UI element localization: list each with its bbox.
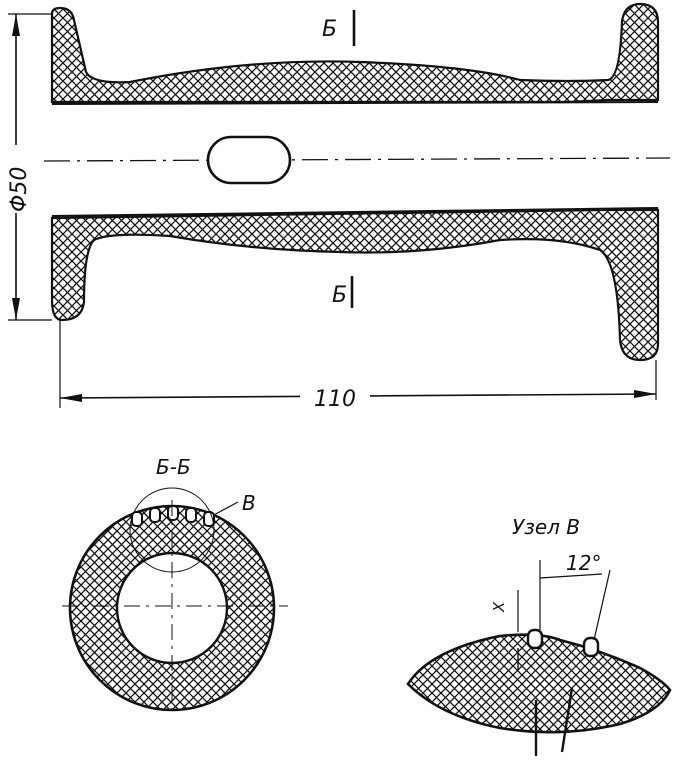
section-mark-label-bottom: Б bbox=[332, 283, 347, 308]
detail-view: Узел В 12° X bbox=[406, 515, 672, 756]
detail-section-shape bbox=[406, 633, 672, 734]
dimension-diameter: Φ50 bbox=[4, 13, 52, 321]
cross-section-view: Б-Б В bbox=[62, 455, 288, 716]
main-section-view: Б Б bbox=[43, 2, 671, 362]
cross-section-title: Б-Б bbox=[156, 455, 191, 479]
detail-title: Узел В bbox=[512, 515, 580, 539]
bore-line-top bbox=[51, 101, 659, 105]
detail-small-dim-label: X bbox=[490, 601, 508, 613]
detail-reference-label: В bbox=[242, 491, 256, 515]
slot-hole bbox=[206, 135, 292, 185]
detail-angle-label: 12° bbox=[566, 551, 601, 575]
lower-wall-section bbox=[50, 208, 660, 362]
length-label: 110 bbox=[314, 387, 356, 412]
serration-teeth bbox=[131, 505, 215, 527]
dimension-length: 110 bbox=[59, 320, 657, 412]
diameter-label: Φ50 bbox=[7, 167, 32, 212]
center-axis bbox=[43, 157, 671, 162]
upper-wall-section bbox=[50, 2, 660, 104]
section-mark-label-top: Б bbox=[322, 17, 337, 42]
bore-line-bottom bbox=[51, 207, 659, 217]
